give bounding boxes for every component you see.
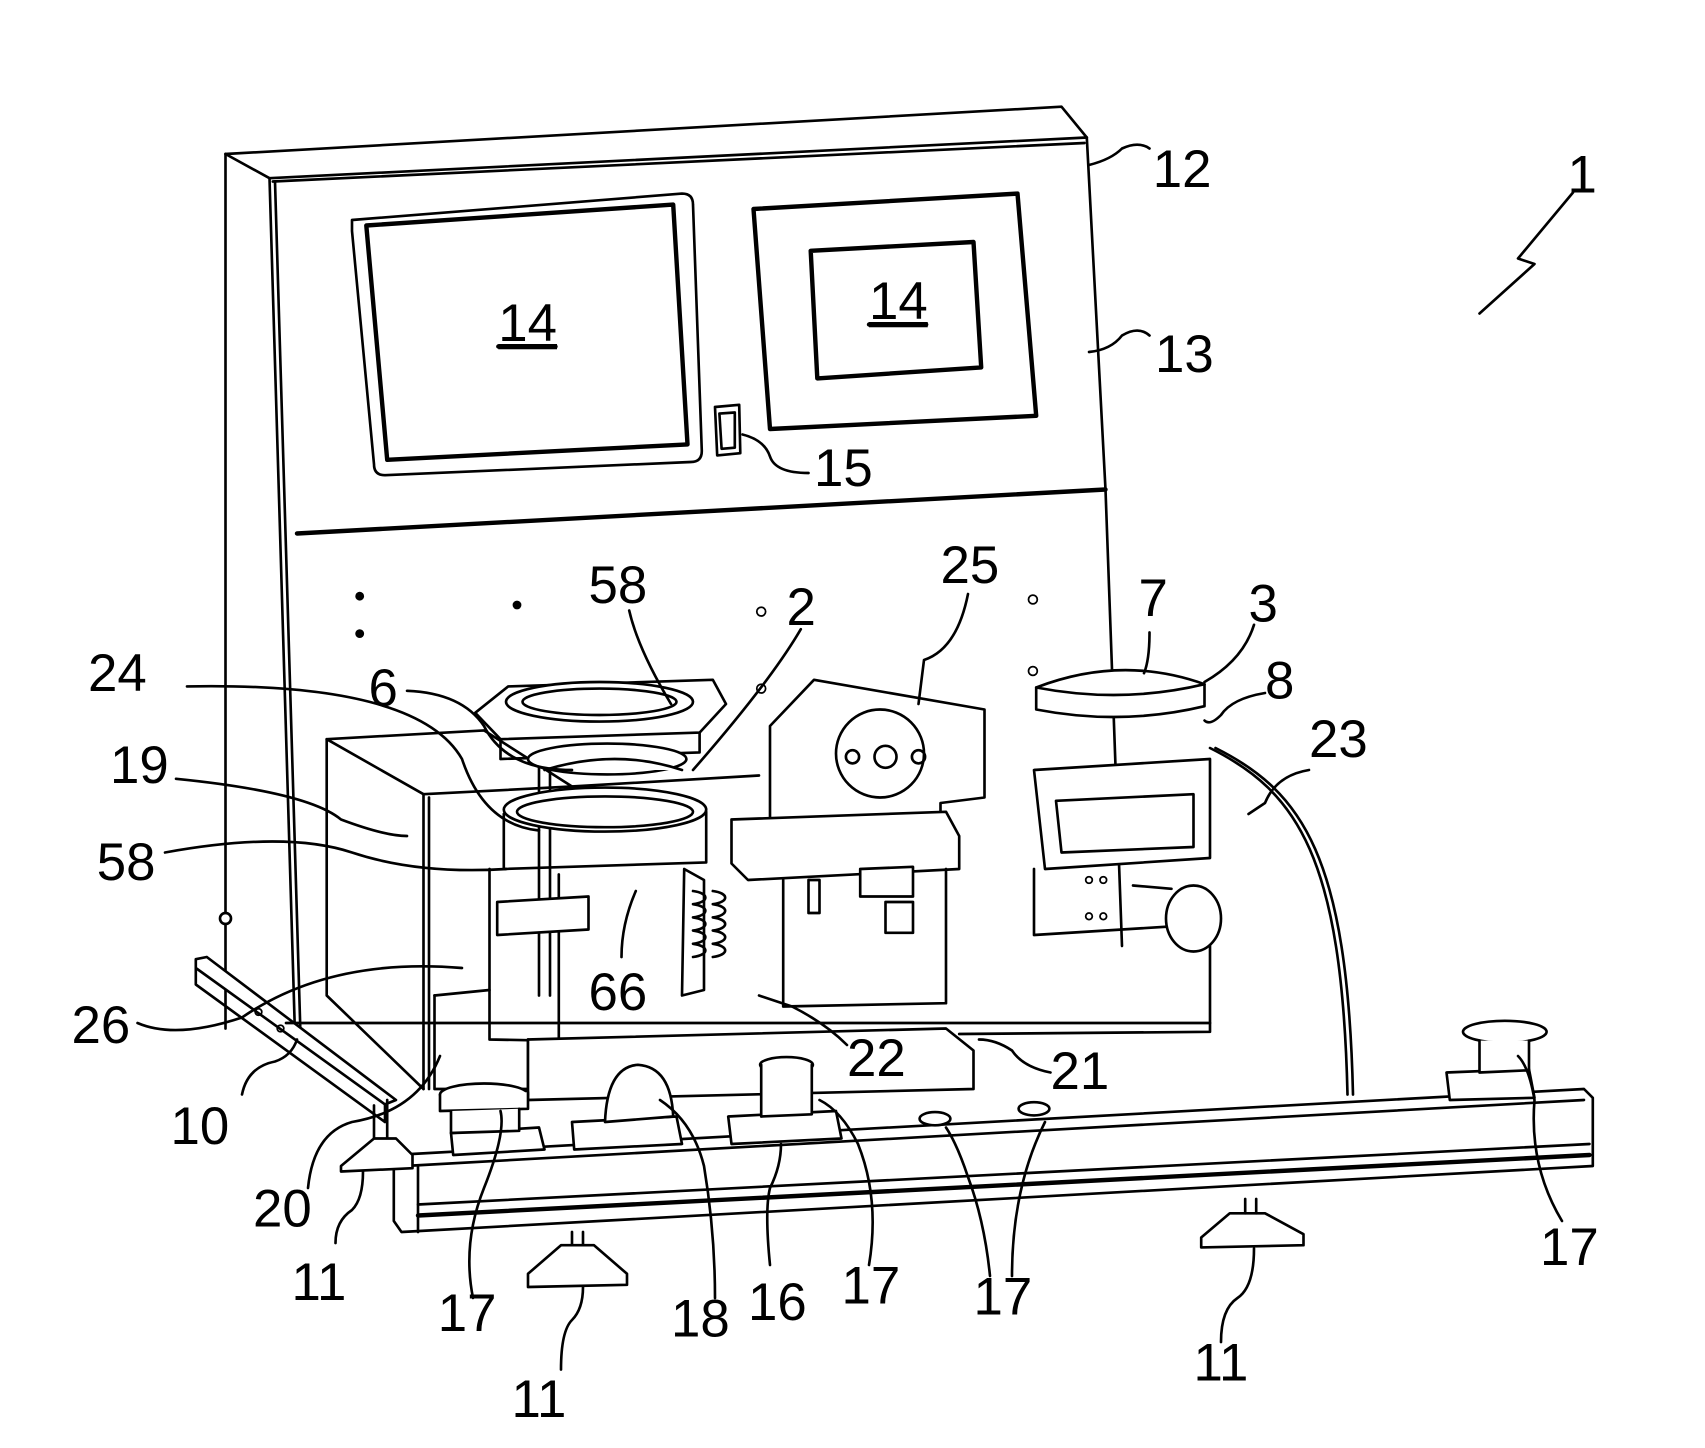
label-58-lower: 58 — [97, 833, 156, 892]
label-18: 18 — [671, 1290, 730, 1349]
label-21: 21 — [1051, 1042, 1110, 1101]
label-17-c: 17 — [973, 1268, 1032, 1327]
label-6: 6 — [369, 659, 398, 718]
label-1: 1 — [1568, 146, 1597, 205]
label-14-right: 14 — [869, 272, 928, 331]
label-12: 12 — [1153, 140, 1212, 199]
label-23: 23 — [1309, 710, 1368, 769]
label-66: 66 — [589, 963, 648, 1022]
center-unit — [526, 678, 986, 1102]
lens — [543, 668, 1206, 772]
label-22: 22 — [847, 1029, 906, 1088]
leader-lines — [136, 143, 1575, 1371]
feet — [339, 1137, 1305, 1289]
label-17-b: 17 — [842, 1257, 901, 1316]
label-17-d: 17 — [1540, 1218, 1599, 1277]
label-14-left: 14 — [498, 294, 557, 353]
label-11-a: 11 — [292, 1253, 347, 1312]
label-16: 16 — [748, 1273, 807, 1332]
cover-box — [325, 729, 761, 1091]
label-26: 26 — [72, 996, 131, 1055]
label-24: 24 — [88, 644, 147, 703]
label-7: 7 — [1139, 569, 1168, 628]
reference-labels: 1 12 13 14 14 15 58 2 25 7 3 8 23 24 6 1… — [72, 140, 1599, 1429]
label-2: 2 — [787, 578, 816, 637]
label-58-upper: 58 — [589, 556, 648, 615]
label-11-b: 11 — [511, 1370, 566, 1429]
label-15: 15 — [814, 439, 873, 498]
right-unit — [1032, 746, 1355, 1096]
label-11-c: 11 — [1194, 1334, 1249, 1393]
label-17-a: 17 — [438, 1284, 497, 1343]
label-10: 10 — [171, 1097, 230, 1156]
label-13: 13 — [1155, 325, 1214, 384]
label-19: 19 — [110, 736, 169, 795]
rail — [392, 1087, 1595, 1234]
label-3: 3 — [1249, 575, 1278, 634]
knobs — [438, 1019, 1548, 1157]
label-25: 25 — [940, 536, 999, 595]
label-20: 20 — [253, 1180, 312, 1239]
label-8: 8 — [1265, 652, 1294, 711]
